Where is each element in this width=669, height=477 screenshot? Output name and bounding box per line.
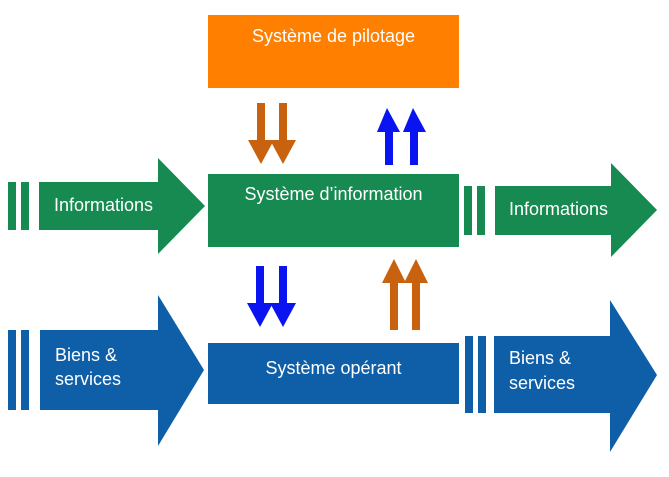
goods-input-label-line2: services (55, 369, 122, 389)
blue-up-arrow-1 (377, 108, 400, 165)
goods-output-arrow (465, 300, 657, 452)
brown-up-arrow-2 (404, 259, 428, 330)
info-output-arrow (464, 163, 657, 257)
blue-down-arrow-1 (247, 266, 273, 327)
information-label: Système d’information (244, 184, 423, 204)
blue-down-arrow-2 (270, 266, 296, 327)
brown-down-arrows (248, 103, 296, 164)
goods-output-label-line2: services (509, 373, 576, 393)
goods-output-label-line1: Biens & (509, 348, 572, 368)
info-input-label: Informations (54, 195, 154, 215)
information-box (208, 174, 459, 247)
pilotage-box (208, 15, 459, 88)
operant-box (208, 343, 459, 404)
brown-up-arrow-1 (382, 259, 406, 330)
brown-down-arrow-2 (270, 103, 296, 164)
goods-input-arrow (8, 295, 204, 446)
info-input-arrow (8, 158, 205, 254)
blue-up-arrow-2 (403, 108, 426, 165)
brown-up-arrows (382, 259, 428, 330)
brown-down-arrow-1 (248, 103, 274, 164)
operant-label: Système opérant (265, 358, 402, 378)
blue-down-arrows (247, 266, 296, 327)
info-output-label: Informations (509, 199, 609, 219)
blue-up-arrows (377, 108, 426, 165)
pilotage-label: Système de pilotage (251, 26, 416, 46)
goods-input-label-line1: Biens & (55, 345, 118, 365)
